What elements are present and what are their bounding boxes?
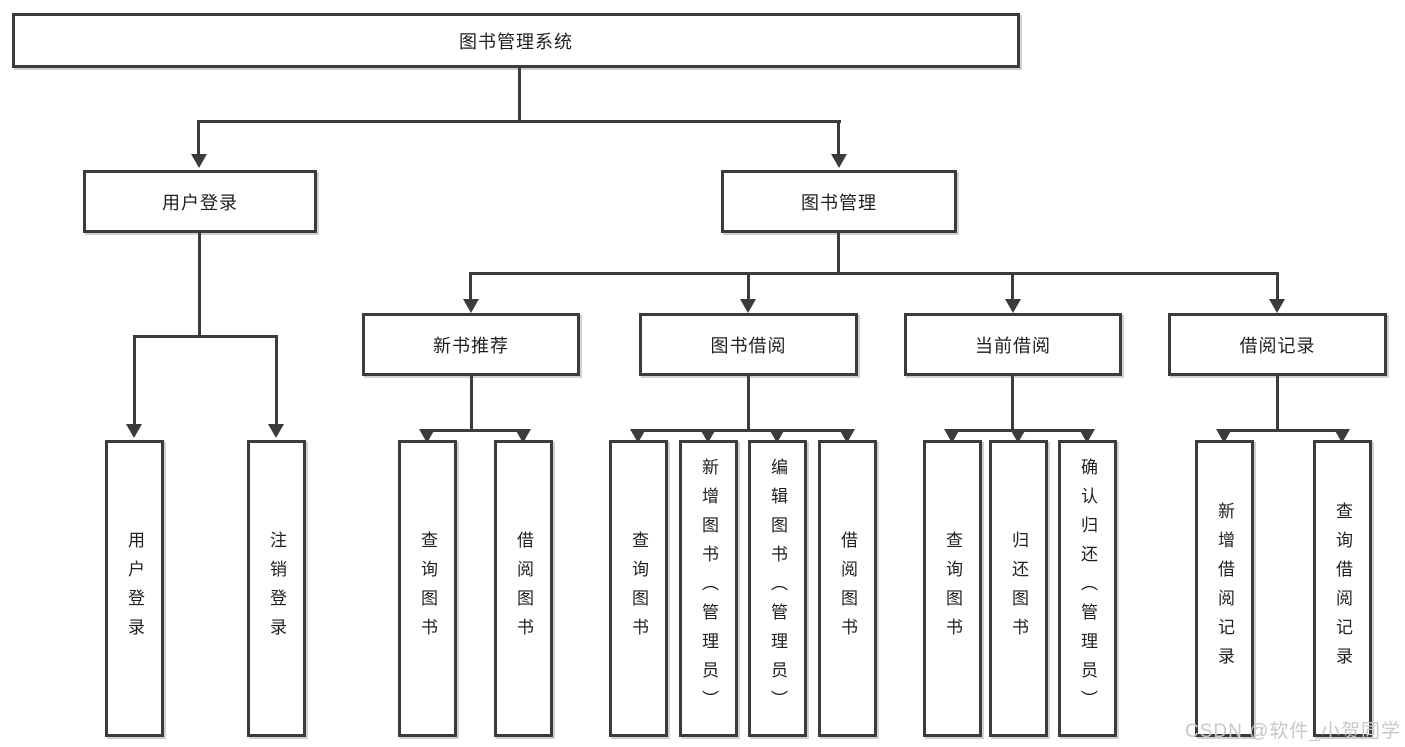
node-label: 图书管理系统 — [459, 31, 573, 52]
connector-arrow — [126, 424, 142, 438]
leaf-label: 查询图书 — [418, 530, 437, 647]
node-book-borrowing: 图书借阅 — [639, 313, 858, 376]
connector-line — [275, 335, 278, 424]
connector-arrow — [700, 429, 716, 443]
node-user-login: 用户登录 — [83, 170, 317, 233]
leaf-query-borrow-record: 查询借阅记录 — [1313, 440, 1372, 737]
connector-line — [747, 376, 750, 429]
connector-arrow — [515, 429, 531, 443]
connector-line — [1011, 376, 1014, 429]
connector-line — [133, 335, 136, 424]
leaf-edit-books-admin: 编辑图书（管理员） — [748, 440, 807, 737]
node-borrowing-records: 借阅记录 — [1168, 313, 1387, 376]
connector-arrow — [1005, 299, 1021, 313]
node-label: 借阅记录 — [1239, 335, 1316, 356]
leaf-query-books-current: 查询图书 — [923, 440, 982, 737]
connector-arrow — [831, 154, 847, 168]
leaf-confirm-return-admin: 确认归还（管理员） — [1058, 440, 1117, 737]
leaf-add-borrow-record: 新增借阅记录 — [1195, 440, 1254, 737]
node-label: 图书管理 — [801, 192, 877, 213]
connector-line — [469, 272, 472, 299]
connector-arrow — [1269, 299, 1285, 313]
csdn-watermark: CSDN @软件_小贺同学 — [1185, 721, 1401, 742]
node-new-book-recommendation: 新书推荐 — [362, 313, 580, 376]
leaf-return-books: 归还图书 — [989, 440, 1048, 737]
node-library-management-system: 图书管理系统 — [12, 13, 1020, 68]
connector-arrow — [944, 429, 960, 443]
connector-arrow — [769, 429, 785, 443]
connector-arrow — [268, 424, 284, 438]
leaf-label: 查询借阅记录 — [1333, 501, 1352, 676]
node-label: 新书推荐 — [433, 335, 509, 356]
leaf-label: 确认归还（管理员） — [1078, 458, 1097, 719]
leaf-logout: 注销登录 — [247, 440, 306, 737]
leaf-label: 编辑图书（管理员） — [768, 458, 787, 719]
connector-arrow — [740, 299, 756, 313]
node-book-management: 图书管理 — [721, 170, 957, 233]
leaf-query-books-recommend: 查询图书 — [398, 440, 457, 737]
connector-arrow — [1216, 429, 1232, 443]
leaf-borrow-books-recommend: 借阅图书 — [494, 440, 553, 737]
leaf-label: 新增图书（管理员） — [699, 458, 718, 719]
leaf-user-login: 用户登录 — [105, 440, 164, 737]
connector-line — [471, 272, 1278, 275]
connector-arrow — [1010, 429, 1026, 443]
connector-line — [747, 272, 750, 299]
connector-line — [427, 429, 525, 432]
leaf-label: 归还图书 — [1009, 530, 1028, 647]
connector-line — [1011, 272, 1014, 299]
connector-arrow — [630, 429, 646, 443]
connector-arrow — [1079, 429, 1095, 443]
connector-line — [470, 376, 473, 429]
connector-line — [1276, 376, 1279, 429]
connector-arrow — [1334, 429, 1350, 443]
node-label: 用户登录 — [162, 192, 238, 213]
leaf-label: 查询图书 — [943, 530, 962, 647]
leaf-label: 注销登录 — [267, 530, 286, 647]
connector-line — [197, 120, 200, 156]
leaf-label: 查询图书 — [629, 530, 648, 647]
connector-line — [837, 120, 840, 156]
connector-line — [133, 335, 277, 338]
connector-arrow — [839, 429, 855, 443]
connector-line — [518, 68, 521, 120]
leaf-label: 借阅图书 — [838, 530, 857, 647]
connector-line — [199, 120, 841, 123]
leaf-label: 借阅图书 — [514, 530, 533, 647]
connector-line — [837, 233, 840, 272]
connector-arrow — [463, 299, 479, 313]
connector-line — [638, 429, 849, 432]
leaf-add-books-admin: 新增图书（管理员） — [679, 440, 738, 737]
connector-line — [1276, 272, 1279, 299]
connector-line — [1224, 429, 1342, 432]
leaf-label: 新增借阅记录 — [1215, 501, 1234, 676]
node-label: 当前借阅 — [975, 335, 1051, 356]
connector-arrow — [191, 154, 207, 168]
node-current-borrowing: 当前借阅 — [904, 313, 1122, 376]
connector-line — [198, 233, 201, 335]
leaf-borrow-books-borrowing: 借阅图书 — [818, 440, 877, 737]
leaf-label: 用户登录 — [125, 530, 144, 647]
leaf-query-books-borrowing: 查询图书 — [609, 440, 668, 737]
connector-arrow — [419, 429, 435, 443]
node-label: 图书借阅 — [710, 335, 787, 356]
